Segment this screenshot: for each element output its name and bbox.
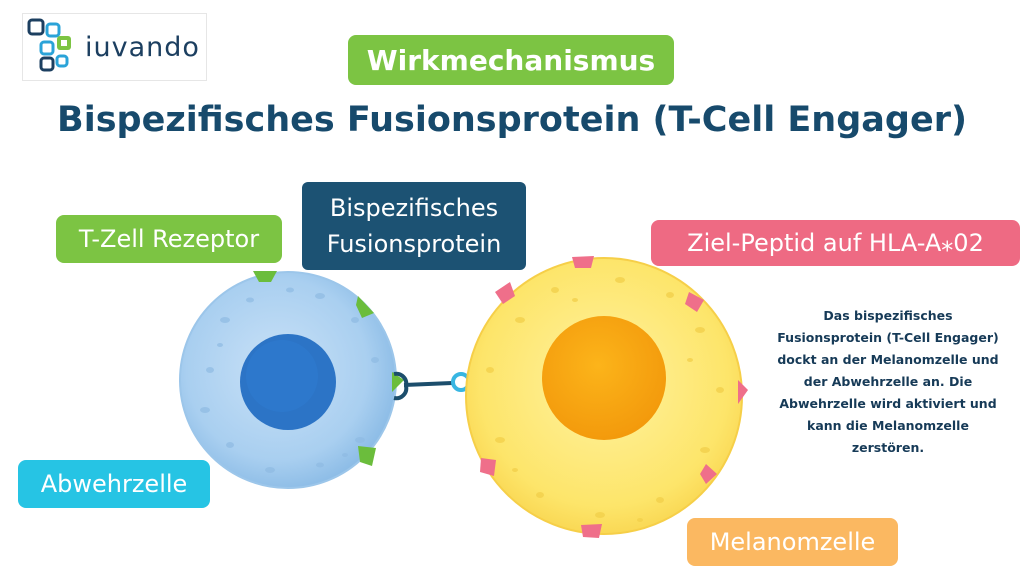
t-cell-receptor-label: T-Zell Rezeptor: [56, 215, 282, 263]
t-cell-receptors: [253, 271, 404, 466]
mechanism-description: Das bispezifisches Fusionsprotein (T-Cel…: [777, 308, 999, 455]
mechanism-badge: Wirkmechanismus: [348, 35, 674, 85]
melanoma-cell-label: Melanomzelle: [687, 518, 898, 566]
immune-cell-label: Abwehrzelle: [18, 460, 210, 508]
melanoma-cell: [465, 257, 743, 535]
immune-cell: [179, 271, 397, 489]
logo-squares-icon: [27, 18, 71, 72]
fusion-label-line1: Bispezifisches: [329, 194, 499, 222]
fusion-protein: [393, 371, 471, 401]
target-peptides: [480, 256, 748, 538]
fusion-label-line2: Fusionsprotein: [326, 230, 502, 258]
page-title: Bispezifisches Fusionsprotein (T-Cell En…: [57, 100, 967, 140]
logo-text: iuvando: [85, 32, 200, 63]
target-peptide-label: Ziel-Peptid auf HLA-A⁎02: [651, 220, 1020, 266]
iuvando-logo: iuvando: [22, 13, 207, 81]
fusion-protein-label: Bispezifisches Fusionsprotein: [302, 182, 526, 270]
